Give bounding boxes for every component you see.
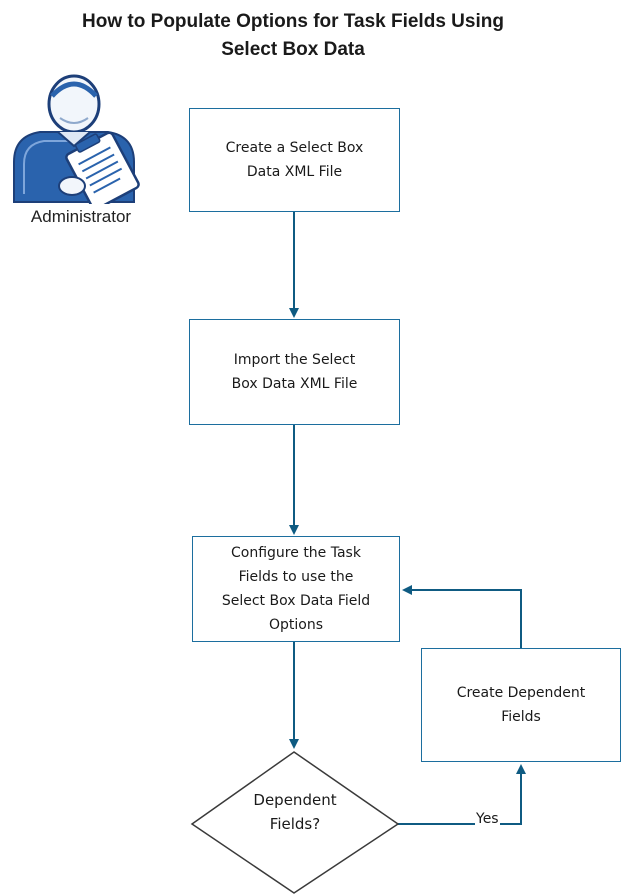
decision-line-1: Dependent bbox=[253, 791, 337, 809]
step-create-line-1: Create a Select Box bbox=[225, 140, 364, 156]
administrator-clipboard-icon bbox=[13, 74, 140, 204]
decision-dependent-fields: Dependent Fields? bbox=[215, 788, 375, 836]
step-import-select-box-xml: Import the Select Box Data XML File bbox=[189, 319, 400, 425]
connector-decision-yes-to-dependent bbox=[398, 764, 526, 825]
step-create-dependent-fields: Create Dependent Fields bbox=[421, 648, 621, 762]
step-create-line-2: Data XML File bbox=[246, 164, 343, 180]
role-label: Administrator bbox=[30, 207, 132, 226]
step-create-select-box-xml: Create a Select Box Data XML File bbox=[189, 108, 400, 212]
diagram-title-line-2: Select Box Data bbox=[221, 39, 365, 60]
decision-line-2: Fields? bbox=[269, 815, 321, 833]
step-configure-line-1: Configure the Task bbox=[231, 545, 361, 561]
step-configure-task-fields: Configure the Task Fields to use the Sel… bbox=[192, 536, 400, 642]
step-dependent-line-1: Create Dependent bbox=[456, 685, 586, 701]
diagram-title: How to Populate Options for Task Fields … bbox=[0, 8, 586, 64]
step-import-line-2: Box Data XML File bbox=[231, 376, 358, 392]
decision-yes-label: Yes bbox=[475, 811, 500, 827]
diagram-title-line-1: How to Populate Options for Task Fields … bbox=[82, 11, 504, 32]
step-import-line-1: Import the Select bbox=[233, 352, 356, 368]
connector-dependent-to-configure bbox=[402, 585, 522, 648]
step-configure-line-2: Fields to use the bbox=[238, 569, 354, 585]
step-configure-line-3: Select Box Data Field bbox=[221, 593, 371, 609]
step-configure-line-4: Options bbox=[268, 617, 324, 633]
step-dependent-line-2: Fields bbox=[501, 709, 541, 725]
decision-diamond bbox=[190, 751, 400, 894]
